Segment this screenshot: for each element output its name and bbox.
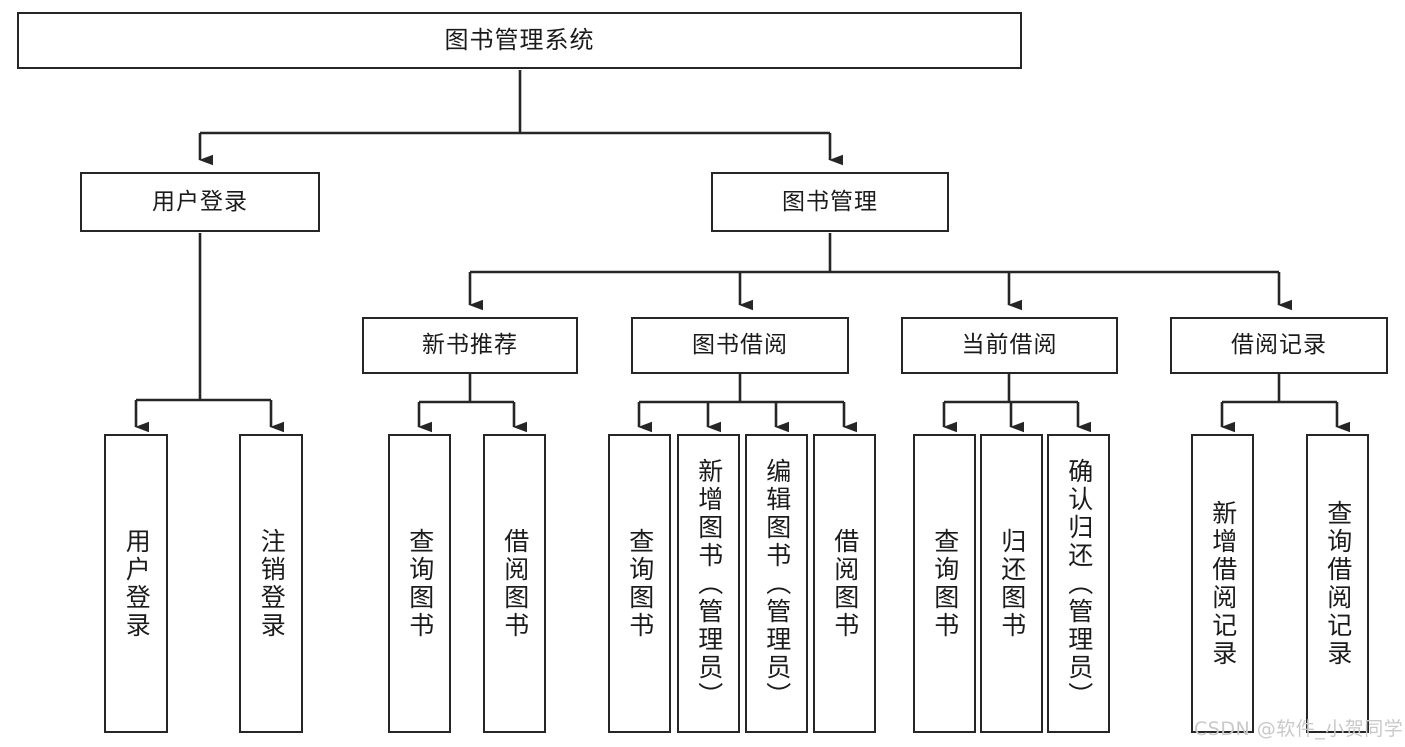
node-leaf-return-book-label: 归还图书 (997, 527, 1027, 640)
node-borrow-record[interactable]: 借阅记录 (1170, 317, 1388, 374)
node-borrow-record-label: 借阅记录 (1231, 332, 1327, 359)
node-new-book-recommend[interactable]: 新书推荐 (362, 317, 578, 374)
node-leaf-add-record-label: 新增借阅记录 (1208, 499, 1238, 668)
node-leaf-add-book[interactable]: 新增图书（管理员） (677, 434, 740, 733)
node-leaf-borrow-book-1-label: 借阅图书 (500, 527, 530, 640)
node-leaf-query-record-label: 查询借阅记录 (1323, 499, 1353, 668)
node-current-borrow-label: 当前借阅 (961, 332, 1058, 359)
node-leaf-query-book-2-label: 查询图书 (625, 527, 655, 640)
node-leaf-query-book-3-label: 查询图书 (930, 527, 960, 640)
node-leaf-user-login-label: 用户登录 (122, 527, 152, 640)
node-leaf-logout-label: 注销登录 (257, 527, 287, 640)
node-user-login-label: 用户登录 (152, 188, 248, 215)
node-leaf-add-book-label: 新增图书（管理员） (694, 457, 724, 710)
node-book-borrow[interactable]: 图书借阅 (631, 317, 849, 374)
node-current-borrow[interactable]: 当前借阅 (901, 317, 1118, 374)
node-leaf-add-record[interactable]: 新增借阅记录 (1191, 434, 1254, 733)
csdn-watermark: CSDN @软件_小贺同学 (1194, 718, 1404, 740)
node-leaf-borrow-book-2[interactable]: 借阅图书 (813, 434, 876, 733)
node-book-management-label: 图书管理 (782, 188, 878, 215)
node-book-management[interactable]: 图书管理 (711, 172, 949, 232)
node-new-book-recommend-label: 新书推荐 (422, 332, 518, 359)
node-root[interactable]: 图书管理系统 (17, 12, 1022, 69)
node-leaf-query-book-2[interactable]: 查询图书 (608, 434, 671, 733)
node-root-label: 图书管理系统 (444, 25, 595, 54)
node-leaf-query-book-1-label: 查询图书 (405, 527, 435, 640)
node-leaf-borrow-book-2-label: 借阅图书 (830, 527, 860, 640)
node-leaf-query-book-1[interactable]: 查询图书 (388, 434, 451, 733)
node-leaf-borrow-book-1[interactable]: 借阅图书 (483, 434, 546, 733)
node-user-login[interactable]: 用户登录 (80, 172, 320, 232)
node-leaf-user-login[interactable]: 用户登录 (104, 434, 168, 733)
node-leaf-edit-book[interactable]: 编辑图书（管理员） (745, 434, 808, 733)
node-leaf-query-record[interactable]: 查询借阅记录 (1306, 434, 1369, 733)
node-book-borrow-label: 图书借阅 (692, 332, 788, 359)
node-leaf-query-book-3[interactable]: 查询图书 (913, 434, 976, 733)
node-leaf-edit-book-label: 编辑图书（管理员） (762, 457, 792, 710)
node-leaf-confirm-return[interactable]: 确认归还（管理员） (1047, 434, 1110, 733)
node-leaf-confirm-return-label: 确认归还（管理员） (1064, 457, 1094, 710)
node-leaf-logout[interactable]: 注销登录 (239, 434, 303, 733)
node-leaf-return-book[interactable]: 归还图书 (980, 434, 1043, 733)
